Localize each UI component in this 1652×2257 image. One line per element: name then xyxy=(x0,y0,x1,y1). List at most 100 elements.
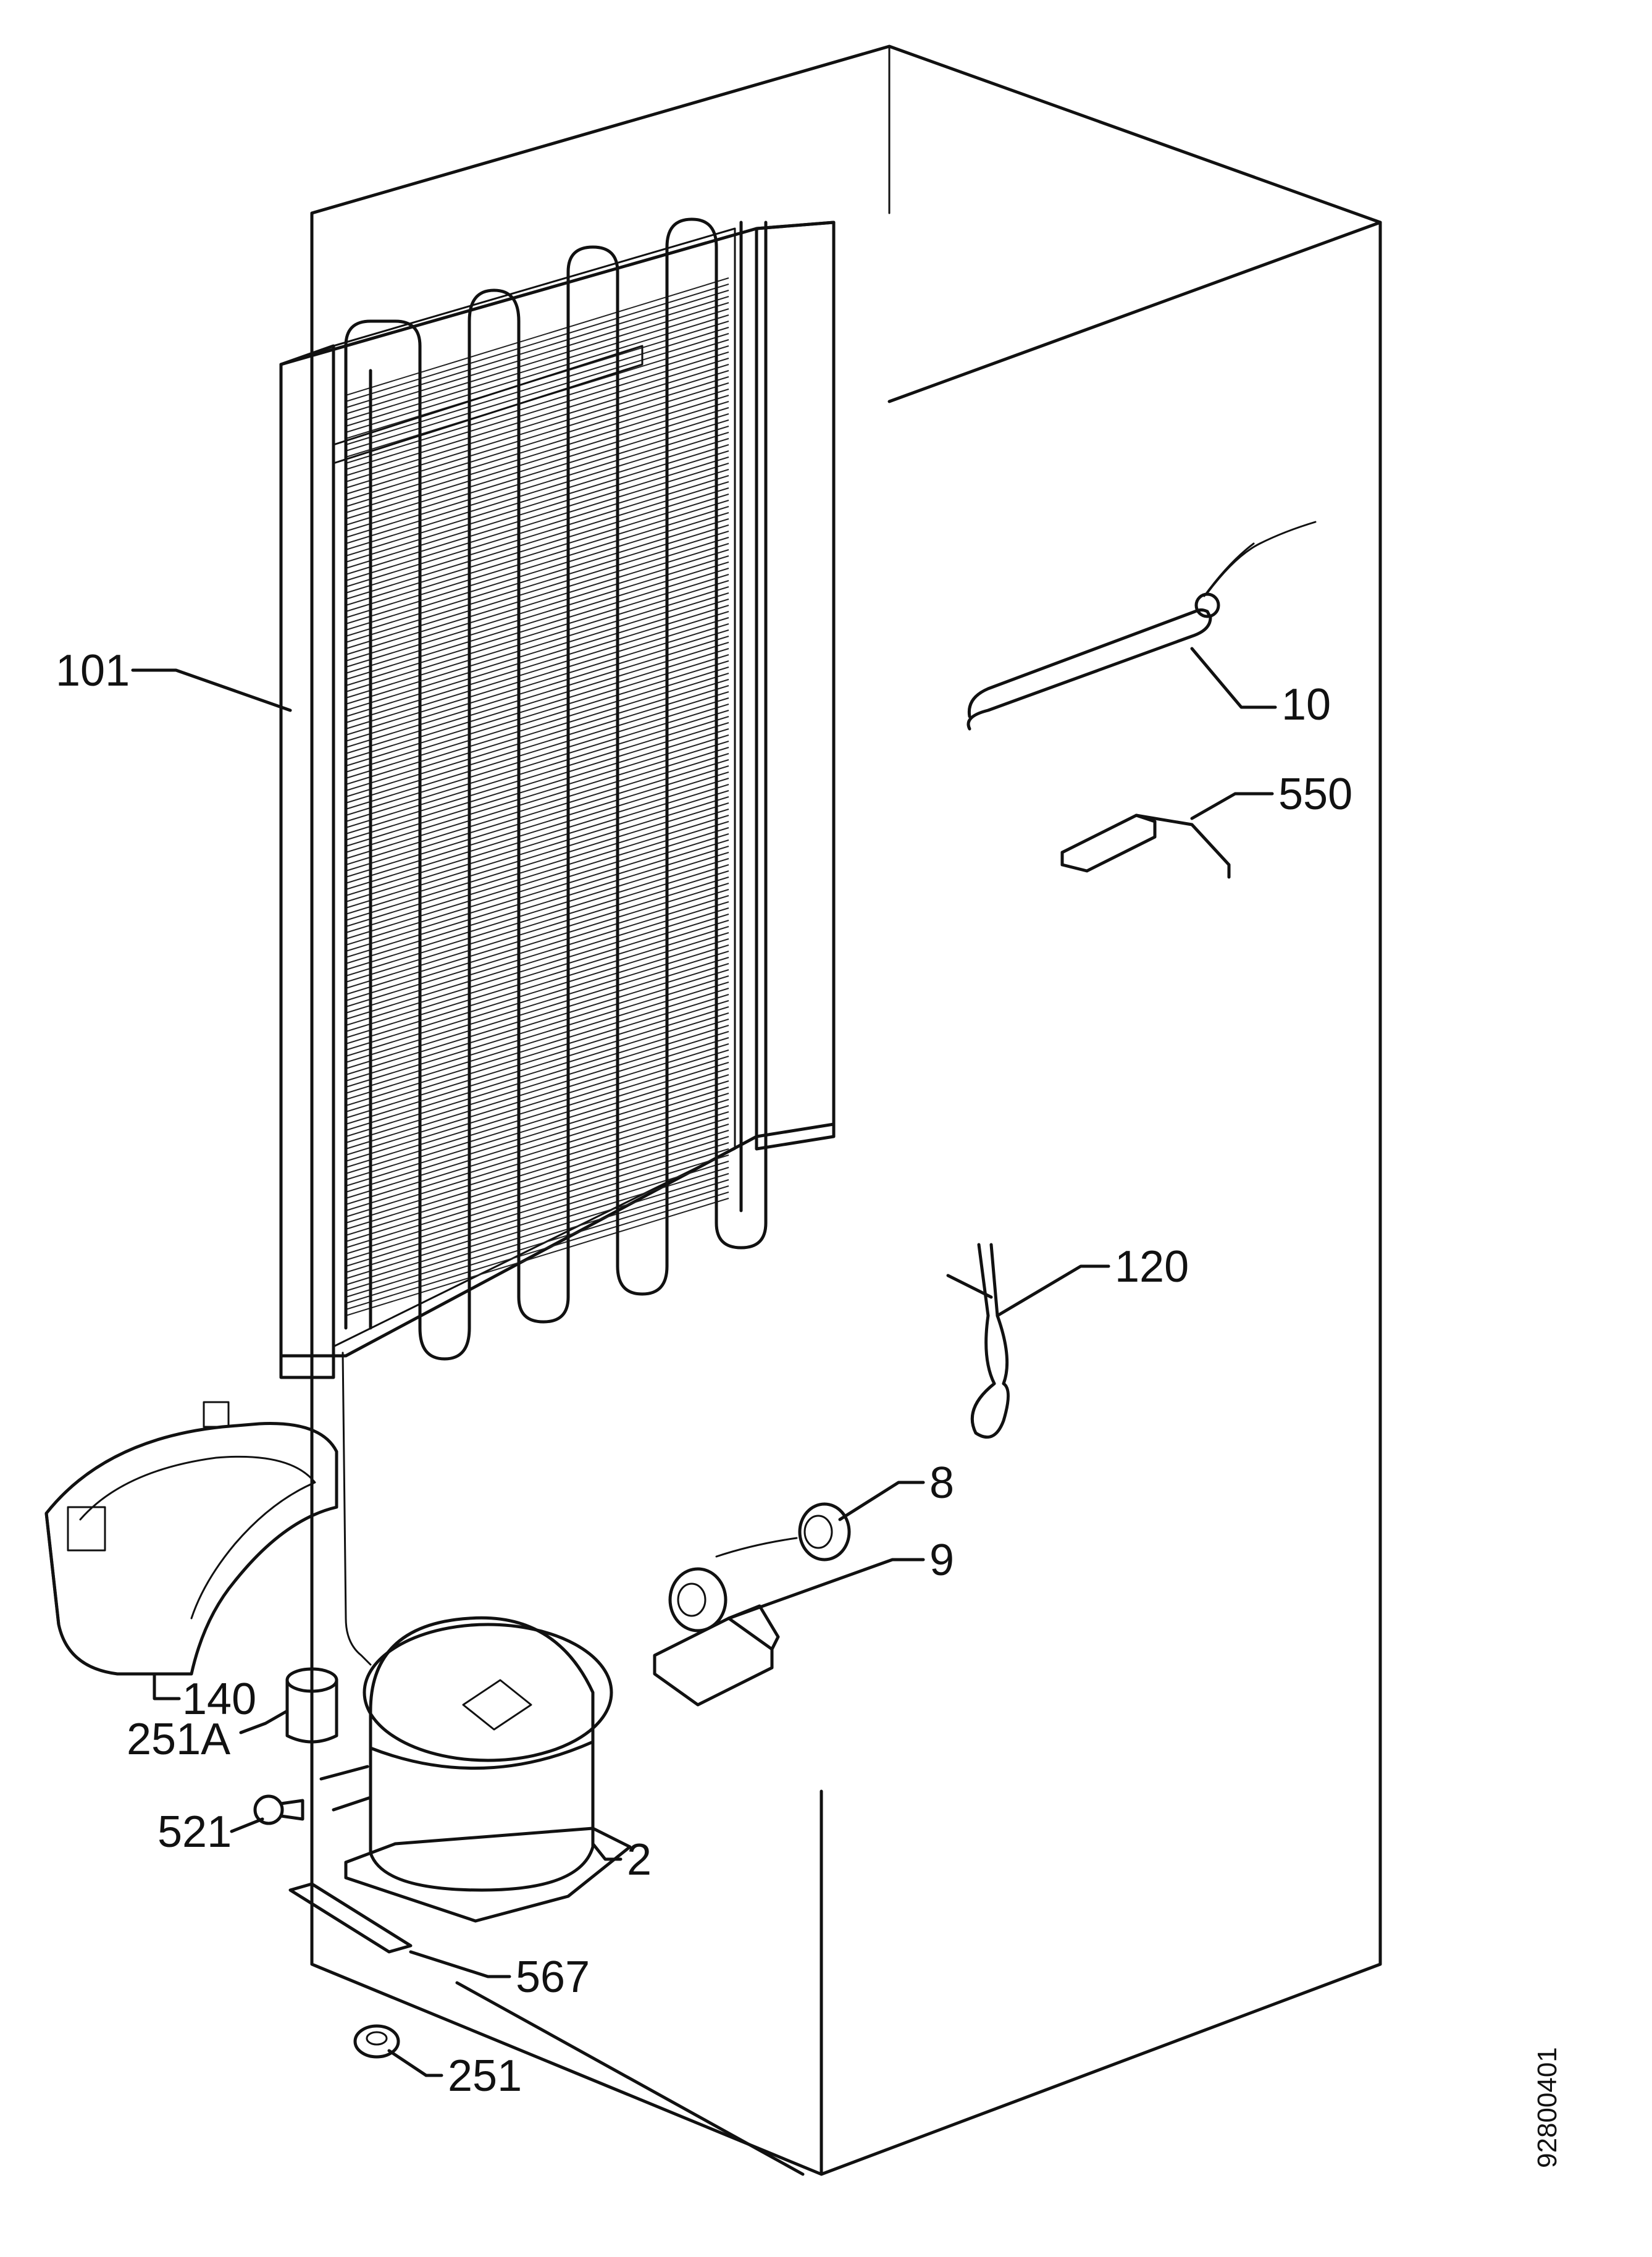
condenser-fin xyxy=(345,994,729,1112)
condenser-fin xyxy=(345,790,729,909)
condenser-fin xyxy=(345,833,729,952)
condenser-fin xyxy=(345,333,729,452)
condenser-fin xyxy=(345,401,729,519)
condenser-fin xyxy=(345,1099,729,1217)
condenser-fin xyxy=(345,1062,729,1180)
label-567: 567 xyxy=(516,1952,590,2002)
condenser-fin xyxy=(345,951,729,1069)
condenser-fin xyxy=(345,494,729,612)
condenser-fin xyxy=(345,975,729,1094)
condenser-fin xyxy=(345,296,729,414)
condenser-101 xyxy=(279,217,836,1379)
condenser-fin xyxy=(345,617,729,736)
condenser-fin xyxy=(345,988,729,1106)
condenser-fin xyxy=(345,370,729,489)
condenser-fin xyxy=(345,697,729,816)
condenser-fin xyxy=(345,846,729,964)
condenser-fin xyxy=(345,1043,729,1162)
condenser-fin xyxy=(345,914,729,1032)
condenser-fin xyxy=(345,389,729,507)
condenser-fin xyxy=(345,704,729,822)
condenser-fin xyxy=(345,487,729,606)
condenser-fin xyxy=(345,419,729,538)
condenser-fin xyxy=(345,1111,729,1230)
capillary-tube xyxy=(342,1351,372,1666)
condenser-fin xyxy=(345,463,729,581)
condenser-fin xyxy=(345,500,729,618)
condenser-fin xyxy=(345,327,729,445)
condenser-fin xyxy=(345,512,729,631)
condenser-fin xyxy=(345,1161,729,1279)
condenser-fin xyxy=(345,524,729,643)
condenser-fin xyxy=(345,839,729,958)
condenser-fin xyxy=(345,685,729,804)
condenser-fin xyxy=(345,747,729,865)
condenser-fin xyxy=(345,1049,729,1168)
sensor-120 xyxy=(946,1243,1010,1439)
condenser-fin xyxy=(345,605,729,723)
holder-9 xyxy=(653,1567,780,1707)
condenser-fin xyxy=(345,648,729,767)
condenser-fin xyxy=(345,580,729,699)
condenser-fin xyxy=(345,543,729,662)
condenser-fin xyxy=(345,592,729,711)
condenser-fin xyxy=(345,611,729,729)
condenser-fin xyxy=(345,1068,729,1187)
condenser-fin xyxy=(345,364,729,482)
leader-lines xyxy=(131,647,1277,2176)
condenser-fin xyxy=(345,382,729,501)
condenser-fin xyxy=(345,1006,729,1125)
condenser-fin xyxy=(345,1192,729,1310)
condenser-fin xyxy=(345,308,729,427)
condenser-fin xyxy=(345,827,729,946)
condenser-fin xyxy=(345,413,729,532)
label-10: 10 xyxy=(1281,680,1331,729)
condenser-fin xyxy=(345,1185,729,1304)
condenser-fin xyxy=(345,1074,729,1193)
condenser-fin xyxy=(345,784,729,902)
condenser-fin xyxy=(345,574,729,692)
condenser-fin xyxy=(345,1154,729,1273)
condenser-fin xyxy=(345,1080,729,1199)
condenser-fin xyxy=(345,864,729,983)
document-id: 92800401 xyxy=(1532,2047,1562,2168)
condenser-fin xyxy=(345,666,729,785)
condenser-fin xyxy=(345,277,729,396)
probe-10 xyxy=(966,521,1317,731)
condenser-fin xyxy=(345,870,729,989)
condenser-fin xyxy=(345,1105,729,1224)
condenser-fin xyxy=(345,753,729,872)
condenser-fin xyxy=(345,710,729,828)
condenser-fin xyxy=(345,345,729,464)
condenser-fin xyxy=(345,852,729,970)
label-9: 9 xyxy=(929,1536,954,1585)
label-251a: 251A xyxy=(127,1715,230,1764)
condenser-fin xyxy=(345,586,729,705)
condenser-fin xyxy=(345,771,729,890)
label-140: 140 xyxy=(182,1675,256,1724)
condenser-fin xyxy=(345,358,729,476)
condenser-fin xyxy=(345,518,729,637)
condenser-fin xyxy=(345,1148,729,1267)
label-521: 521 xyxy=(157,1807,232,1857)
condenser-fin xyxy=(345,450,729,569)
condenser-fin xyxy=(345,741,729,859)
condenser-fin xyxy=(345,636,729,754)
condenser-fin xyxy=(345,537,729,655)
condenser-fin xyxy=(345,858,729,977)
condenser-fin xyxy=(345,765,729,884)
condenser-fin xyxy=(345,1037,729,1156)
condenser-fin xyxy=(345,1056,729,1174)
condenser-fin xyxy=(345,444,729,563)
condenser-fin xyxy=(345,1086,729,1205)
condenser-fin xyxy=(345,1142,729,1261)
label-550: 550 xyxy=(1278,770,1352,819)
label-2: 2 xyxy=(627,1835,652,1885)
condenser-fin xyxy=(345,716,729,834)
condenser-fin xyxy=(345,815,729,933)
condenser-fin xyxy=(345,1019,729,1137)
condenser-fin xyxy=(345,981,729,1100)
condenser-fin xyxy=(345,759,729,878)
label-101: 101 xyxy=(56,646,130,696)
condenser-fin xyxy=(345,426,729,544)
